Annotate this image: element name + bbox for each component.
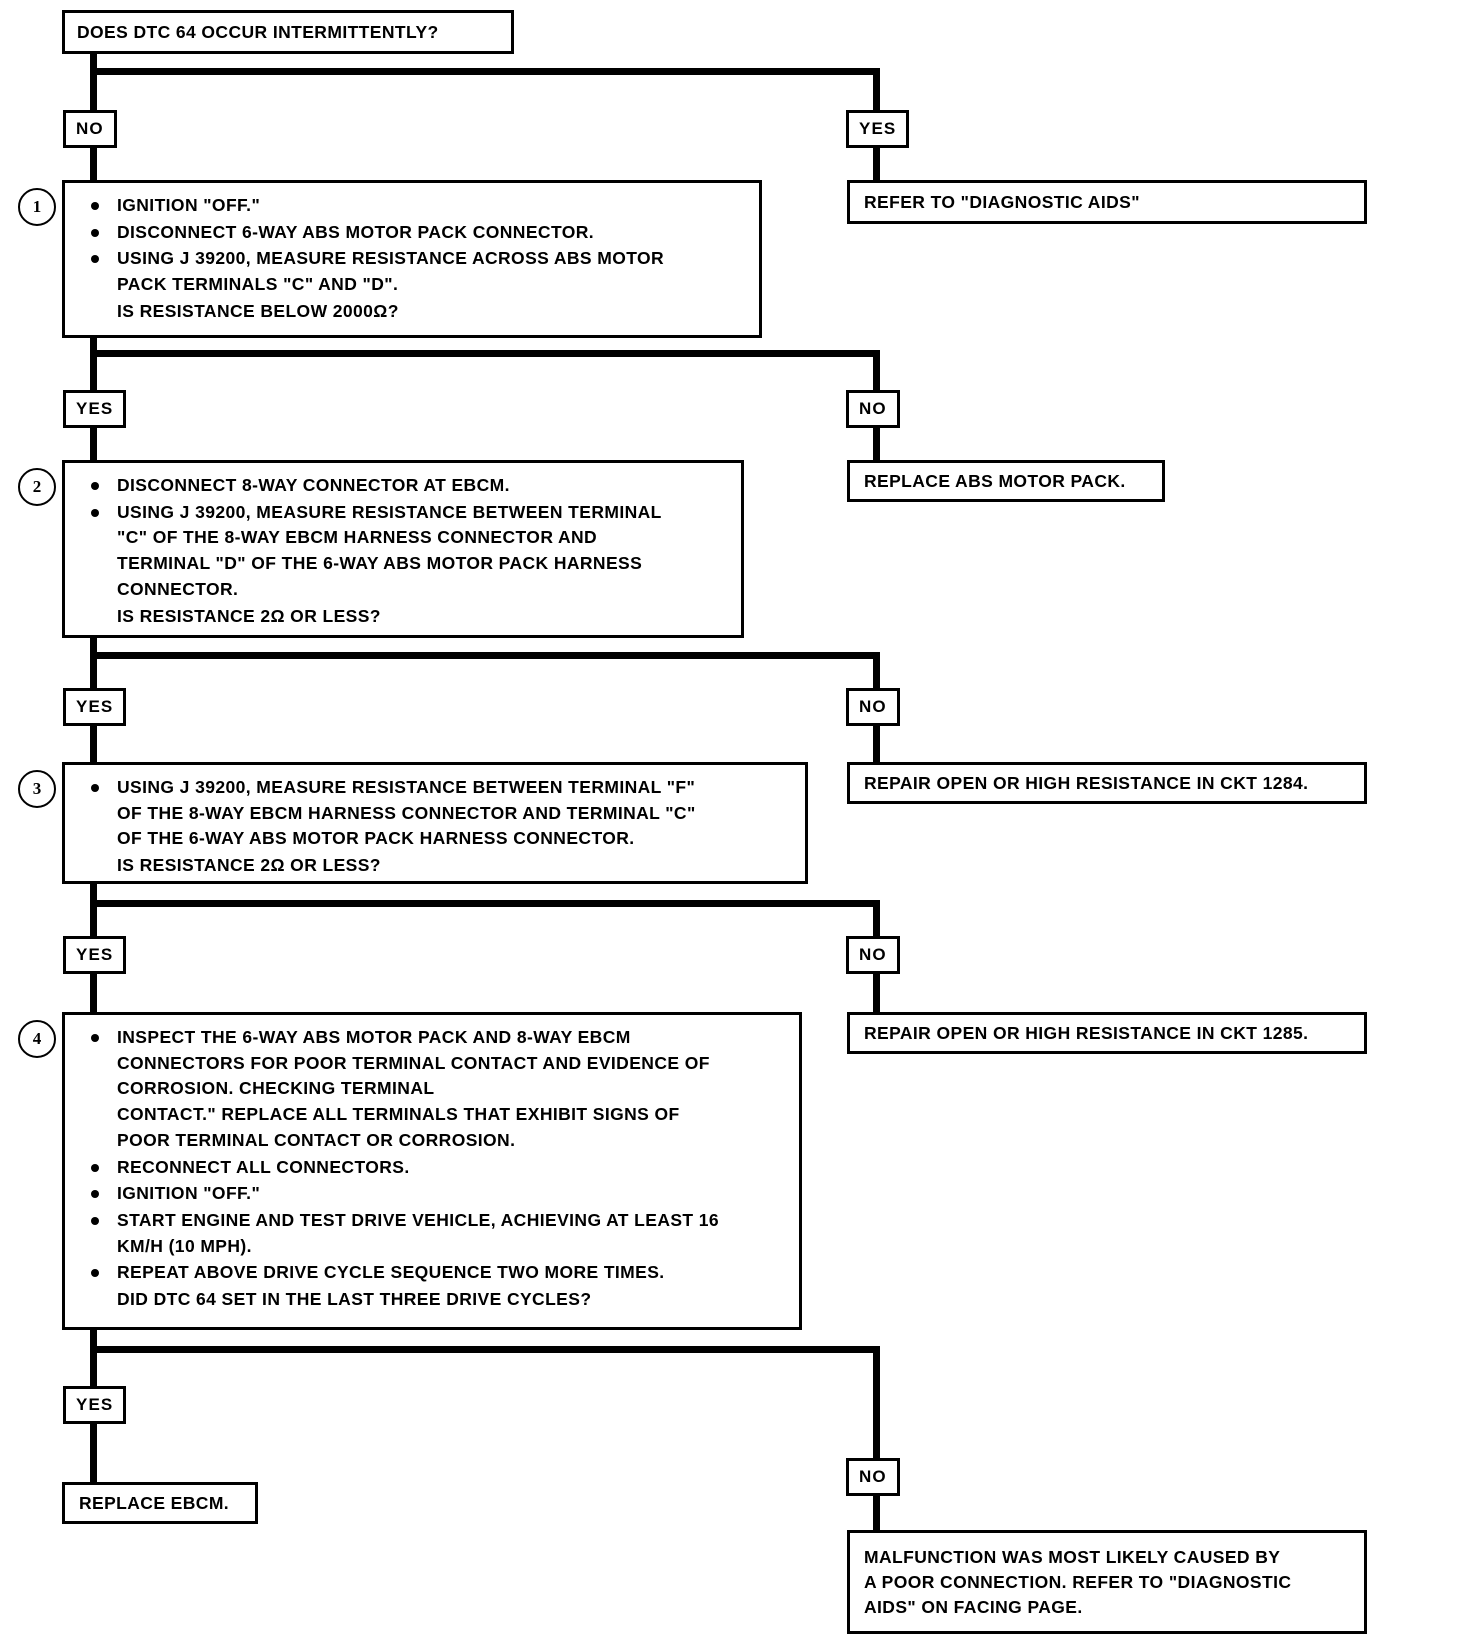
result-box-refer-diagnostic-aids-text: REFER TO "DIAGNOSTIC AIDS" — [864, 191, 1140, 212]
connector-q0-stem — [90, 54, 97, 72]
connector-step3-stem — [90, 884, 97, 904]
branch-tag-step2-no: NO — [846, 688, 900, 726]
step-4-bullet: START ENGINE AND TEST DRIVE VEHICLE, ACH… — [79, 1208, 785, 1259]
connector-step2-yes-to-step3 — [90, 726, 97, 762]
step-4-bullet: REPEAT ABOVE DRIVE CYCLE SEQUENCE TWO MO… — [79, 1260, 785, 1286]
branch-tag-step1-yes: YES — [63, 390, 127, 428]
step-number-4: 4 — [18, 1020, 56, 1058]
step-4-bullet: RECONNECT ALL CONNECTORS. — [79, 1155, 785, 1181]
connector-step3-no-to-repair1285 — [873, 974, 880, 1012]
step-number-2-label: 2 — [32, 477, 42, 496]
step-2-bullet: DISCONNECT 8-WAY CONNECTOR AT EBCM. — [79, 473, 727, 499]
connector-step2-no-to-repair1284 — [873, 726, 880, 762]
result-box-repair-ckt-1284: REPAIR OPEN OR HIGH RESISTANCE IN CKT 12… — [847, 762, 1367, 804]
step-box-4: INSPECT THE 6-WAY ABS MOTOR PACK AND 8-W… — [62, 1012, 802, 1330]
step-number-3-label: 3 — [32, 779, 42, 798]
connector-step3-yes-to-step4 — [90, 974, 97, 1012]
step-1-bullet: USING J 39200, MEASURE RESISTANCE ACROSS… — [79, 246, 745, 297]
branch-tag-step4-no: NO — [846, 1458, 900, 1496]
connector-step3-split — [90, 900, 880, 907]
step-box-3: USING J 39200, MEASURE RESISTANCE BETWEE… — [62, 762, 808, 884]
step-4-bullet: INSPECT THE 6-WAY ABS MOTOR PACK AND 8-W… — [79, 1025, 785, 1154]
step-3-question: IS RESISTANCE 2Ω OR LESS? — [117, 855, 381, 876]
connector-step1-split — [90, 350, 880, 357]
connector-no-to-step1 — [90, 148, 97, 180]
branch-tag-step2-yes-label: YES — [76, 697, 114, 716]
result-box-replace-ebcm-text: REPLACE EBCM. — [79, 1492, 230, 1513]
connector-step4-stem — [90, 1330, 97, 1350]
connector-step1-yes-drop — [90, 350, 97, 392]
branch-tag-q0-yes: YES — [846, 110, 910, 148]
branch-tag-q0-yes-label: YES — [859, 119, 897, 138]
branch-tag-step1-no: NO — [846, 390, 900, 428]
step-3-bullet-list: USING J 39200, MEASURE RESISTANCE BETWEE… — [79, 775, 791, 852]
connector-step3-yes-drop — [90, 900, 97, 940]
step-1-bullet: IGNITION "OFF." — [79, 193, 745, 219]
connector-q0-no-drop — [90, 68, 97, 114]
question-box-text: DOES DTC 64 OCCUR INTERMITTENTLY? — [77, 21, 439, 42]
connector-step1-no-drop — [873, 350, 880, 392]
branch-tag-step1-no-label: NO — [859, 399, 887, 418]
branch-tag-step3-no-label: NO — [859, 945, 887, 964]
step-4-bullet-list: INSPECT THE 6-WAY ABS MOTOR PACK AND 8-W… — [79, 1025, 785, 1286]
branch-tag-step2-no-label: NO — [859, 697, 887, 716]
step-number-2: 2 — [18, 468, 56, 506]
connector-step1-no-to-replace — [873, 428, 880, 460]
branch-tag-step3-no: NO — [846, 936, 900, 974]
branch-tag-step4-no-label: NO — [859, 1467, 887, 1486]
result-box-replace-abs-motor-pack: REPLACE ABS MOTOR PACK. — [847, 460, 1165, 502]
result-box-malfunction: MALFUNCTION WAS MOST LIKELY CAUSED BY A … — [847, 1530, 1367, 1634]
question-box-dtc64: DOES DTC 64 OCCUR INTERMITTENTLY? — [62, 10, 514, 54]
step-1-bullet: DISCONNECT 6-WAY ABS MOTOR PACK CONNECTO… — [79, 220, 745, 246]
step-box-2: DISCONNECT 8-WAY CONNECTOR AT EBCM. USIN… — [62, 460, 744, 638]
branch-tag-q0-no-label: NO — [76, 119, 104, 138]
connector-step4-split — [90, 1346, 880, 1353]
step-1-question: IS RESISTANCE BELOW 2000Ω? — [117, 300, 399, 321]
result-box-refer-diagnostic-aids: REFER TO "DIAGNOSTIC AIDS" — [847, 180, 1367, 224]
result-box-repair-ckt-1284-text: REPAIR OPEN OR HIGH RESISTANCE IN CKT 12… — [864, 772, 1309, 793]
branch-tag-step3-yes-label: YES — [76, 945, 114, 964]
result-box-replace-abs-motor-pack-text: REPLACE ABS MOTOR PACK. — [864, 470, 1126, 491]
step-2-bullet: USING J 39200, MEASURE RESISTANCE BETWEE… — [79, 500, 727, 603]
step-2-bullet-list: DISCONNECT 8-WAY CONNECTOR AT EBCM. USIN… — [79, 473, 727, 603]
connector-q0-yes-drop — [873, 68, 880, 114]
step-4-bullet: IGNITION "OFF." — [79, 1181, 785, 1207]
step-number-1-label: 1 — [32, 197, 42, 216]
connector-step2-split — [90, 652, 880, 659]
step-box-1: IGNITION "OFF." DISCONNECT 6-WAY ABS MOT… — [62, 180, 762, 338]
branch-tag-step3-yes: YES — [63, 936, 127, 974]
step-number-1: 1 — [18, 188, 56, 226]
result-box-malfunction-text: MALFUNCTION WAS MOST LIKELY CAUSED BY A … — [864, 1547, 1292, 1617]
branch-tag-step2-yes: YES — [63, 688, 127, 726]
connector-step2-stem — [90, 638, 97, 656]
connector-step2-yes-drop — [90, 652, 97, 692]
step-1-bullet-list: IGNITION "OFF." DISCONNECT 6-WAY ABS MOT… — [79, 193, 745, 298]
connector-step3-no-drop — [873, 900, 880, 940]
step-number-4-label: 4 — [32, 1029, 42, 1048]
branch-tag-step4-yes-label: YES — [76, 1395, 114, 1414]
step-number-3: 3 — [18, 770, 56, 808]
result-box-replace-ebcm: REPLACE EBCM. — [62, 1482, 258, 1524]
connector-step1-yes-to-step2 — [90, 428, 97, 460]
connector-step4-yes-drop — [90, 1346, 97, 1390]
connector-yes-to-refer-aids — [873, 148, 880, 180]
connector-step4-no-long-drop — [873, 1346, 880, 1460]
connector-step4-yes-to-replace-ebcm — [90, 1424, 97, 1482]
branch-tag-step4-yes: YES — [63, 1386, 127, 1424]
connector-step4-no-to-malfunction — [873, 1496, 880, 1530]
result-box-repair-ckt-1285: REPAIR OPEN OR HIGH RESISTANCE IN CKT 12… — [847, 1012, 1367, 1054]
result-box-repair-ckt-1285-text: REPAIR OPEN OR HIGH RESISTANCE IN CKT 12… — [864, 1022, 1309, 1043]
connector-step2-no-drop — [873, 652, 880, 692]
connector-step1-stem — [90, 338, 97, 356]
branch-tag-step1-yes-label: YES — [76, 399, 114, 418]
branch-tag-q0-no: NO — [63, 110, 117, 148]
step-2-question: IS RESISTANCE 2Ω OR LESS? — [117, 605, 381, 626]
connector-q0-split — [90, 68, 880, 75]
step-3-bullet: USING J 39200, MEASURE RESISTANCE BETWEE… — [79, 775, 791, 852]
step-4-question: DID DTC 64 SET IN THE LAST THREE DRIVE C… — [117, 1289, 592, 1310]
